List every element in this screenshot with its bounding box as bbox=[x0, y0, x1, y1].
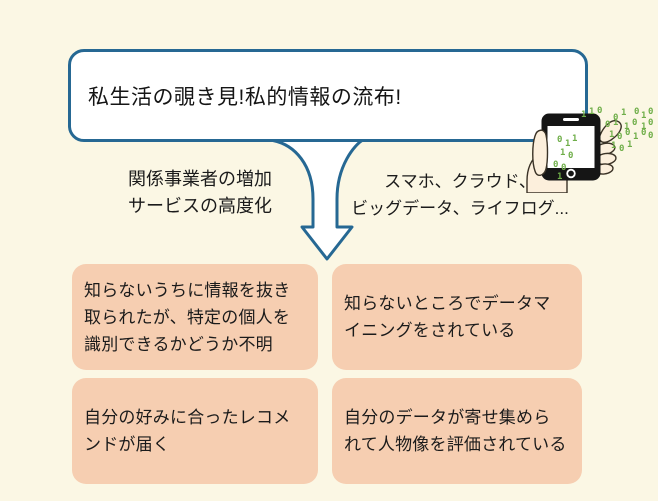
binary-digit: 1 bbox=[589, 107, 595, 117]
binary-digit: 1 bbox=[621, 108, 627, 118]
binary-digit: 0 bbox=[557, 135, 563, 145]
binary-digit: 1 bbox=[633, 132, 639, 142]
binary-digit: 0 bbox=[634, 107, 640, 117]
hand-index-finger bbox=[598, 120, 622, 144]
binary-digit: 0 bbox=[597, 106, 603, 116]
binary-digit: 0 bbox=[648, 107, 654, 117]
annotation-left: 関係事業者の増加 サービスの高度化 bbox=[128, 169, 272, 216]
binary-digit: 1 bbox=[641, 111, 647, 121]
binary-digit: 0 bbox=[648, 118, 654, 128]
binary-digit: 1 bbox=[624, 122, 630, 132]
binary-digit: 1 bbox=[560, 148, 566, 158]
info-card-recommendation: 自分の好みに合ったレコメ ンドが届く bbox=[72, 378, 318, 484]
info-card-data-mining: 知らないところでデータマ イニングをされている bbox=[332, 264, 582, 370]
bubble-title: 私生活の覗き見!私的情報の流布! bbox=[88, 85, 402, 109]
binary-digit: 1 bbox=[613, 118, 619, 128]
binary-digit: 1 bbox=[557, 172, 563, 182]
annotation-right: スマホ、クラウド、 ビッグデータ、ライフログ... bbox=[351, 172, 569, 218]
cards-grid: 知らないうちに情報を抜き 取られたが、特定の個人を 識別できるかどうか不明 知ら… bbox=[72, 264, 582, 484]
binary-digit: 0 bbox=[632, 118, 638, 128]
binary-digit: 0 bbox=[553, 160, 559, 170]
hand-thumb bbox=[532, 129, 549, 176]
binary-digit: 0 bbox=[613, 113, 619, 123]
binary-digit: 1 bbox=[611, 141, 617, 151]
binary-digit: 1 bbox=[581, 110, 587, 120]
binary-digit: 0 bbox=[568, 151, 574, 161]
binary-digit: 0 bbox=[617, 132, 623, 142]
binary-digit: 1 bbox=[627, 140, 633, 150]
info-card-profiling: 自分のデータが寄せ集めら れて人物像を評価されている bbox=[332, 378, 582, 484]
binary-digit: 0 bbox=[561, 163, 567, 173]
binary-digit: 1 bbox=[641, 122, 647, 132]
hand-phone-icon bbox=[526, 113, 622, 193]
down-arrow bbox=[271, 139, 364, 261]
binary-digit: 0 bbox=[605, 120, 611, 130]
binary-digit: 0 bbox=[648, 131, 654, 141]
binary-digit: 1 bbox=[609, 130, 615, 140]
phone-speaker bbox=[563, 118, 579, 121]
binary-digit: 0 bbox=[619, 144, 625, 154]
phone-screen bbox=[547, 126, 595, 168]
binary-digit: 1 bbox=[565, 139, 571, 149]
binary-digit: 0 bbox=[625, 128, 631, 138]
down-arrow-shape bbox=[271, 139, 364, 261]
binary-digit: 1 bbox=[572, 134, 578, 144]
info-card-unknown-extraction: 知らないうちに情報を抜き 取られたが、特定の個人を 識別できるかどうか不明 bbox=[72, 264, 318, 370]
phone-home-button bbox=[566, 168, 576, 179]
binary-digit: 0 bbox=[641, 128, 647, 138]
